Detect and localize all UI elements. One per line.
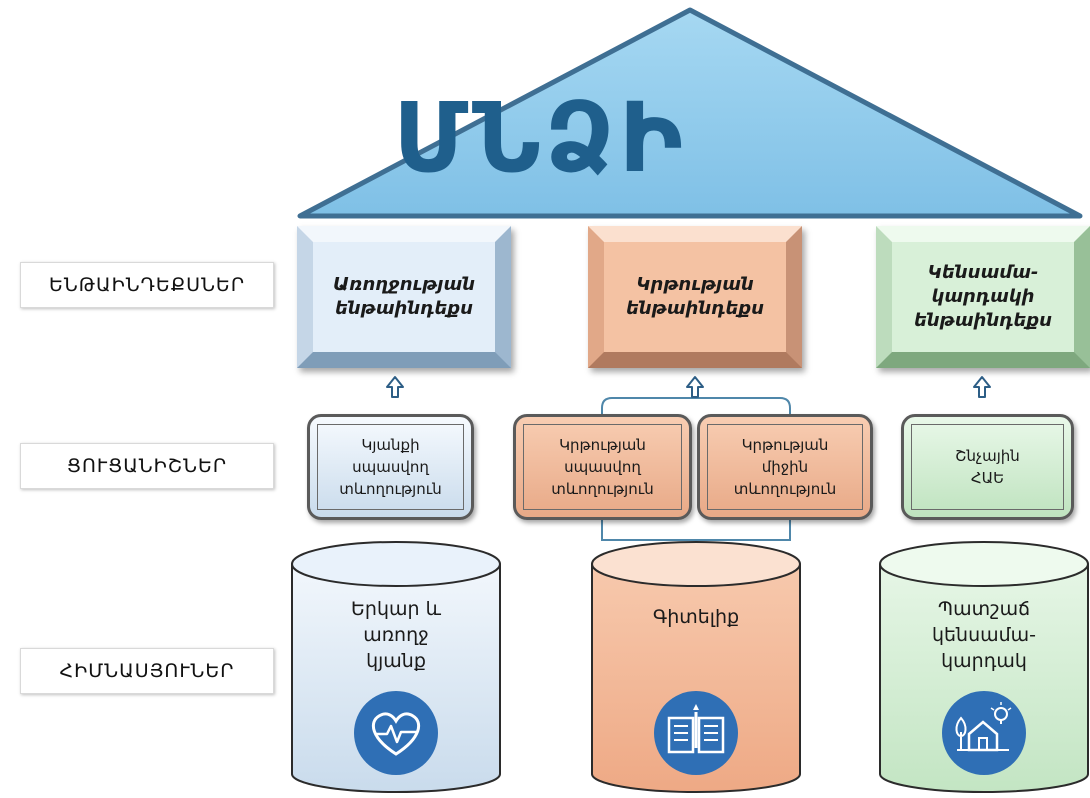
indicator-inner-frame	[523, 424, 682, 510]
subindex-education-box: Կրթության ենթաինդեքս	[588, 226, 802, 368]
indicator-life-expectancy-label: Կյանքի սպասվող տևողություն	[339, 436, 442, 498]
subindex-education-label: Կրթության ենթաինդեքս	[625, 274, 765, 319]
roof-triangle	[297, 7, 1083, 219]
heart-pulse-icon	[354, 691, 438, 775]
label-subindices: ԵՆԹԱԻՆԴԵՔՍՆԵՐ	[20, 262, 274, 308]
subindex-living-box: Կենսամա- կարդակի ենթաինդեքս	[876, 226, 1090, 368]
subindex-health-label: Առողջության ենթաինդեքս	[332, 274, 476, 319]
subindex-living-label: Կենսամա- կարդակի ենթաինդեքս	[913, 262, 1053, 331]
roof-title: ՄՆՁԻ	[393, 82, 687, 194]
foundation-knowledge-label: Գիտելիք	[652, 606, 740, 628]
indicator-gni: Շնչային ՀԱԵ	[901, 414, 1074, 520]
foundation-health-label: Երկար և առողջ կյանք	[351, 598, 441, 672]
subindex-health-box: Առողջության ենթաինդեքս	[297, 226, 511, 368]
foundation-knowledge-cylinder: Գիտելիք	[589, 538, 803, 794]
indicator-inner-frame	[317, 424, 464, 510]
arrow-up-icon	[386, 376, 404, 398]
foundation-living-label: Պատշաճ կենսամա- կարդակ	[931, 598, 1037, 672]
indicator-mean-schooling: Կրթության միջին տևողություն	[697, 414, 873, 520]
cylinder-shape	[291, 541, 501, 793]
indicator-inner-frame	[707, 424, 863, 510]
indicator-expected-schooling-label: Կրթության սպասվող տևողություն	[551, 436, 654, 498]
arrow-up-icon	[973, 376, 991, 398]
indicator-expected-schooling: Կրթության սպասվող տևողություն	[513, 414, 692, 520]
indicator-mean-schooling-label: Կրթության միջին տևողություն	[733, 436, 837, 498]
house-tree-bulb-icon	[942, 691, 1026, 775]
indicator-gni-label: Շնչային ՀԱԵ	[955, 447, 1020, 487]
open-book-icon	[654, 691, 738, 775]
cylinder-shape	[591, 541, 801, 793]
education-bottom-bracket	[601, 520, 791, 541]
foundation-living-cylinder: Պատշաճ կենսամա- կարդակ	[877, 538, 1090, 794]
label-indicators: ՑՈՒՑԱՆԻՇՆԵՐ	[20, 443, 274, 489]
arrow-up-icon	[686, 376, 704, 398]
indicator-life-expectancy: Կյանքի սպասվող տևողություն	[307, 414, 474, 520]
indicator-inner-frame	[911, 424, 1064, 510]
foundation-health-cylinder: Երկար և առողջ կյանք	[289, 538, 503, 794]
label-foundations: ՀԻՄՆԱՍՅՈՒՆԵՐ	[20, 648, 274, 694]
cylinder-shape	[879, 541, 1089, 793]
